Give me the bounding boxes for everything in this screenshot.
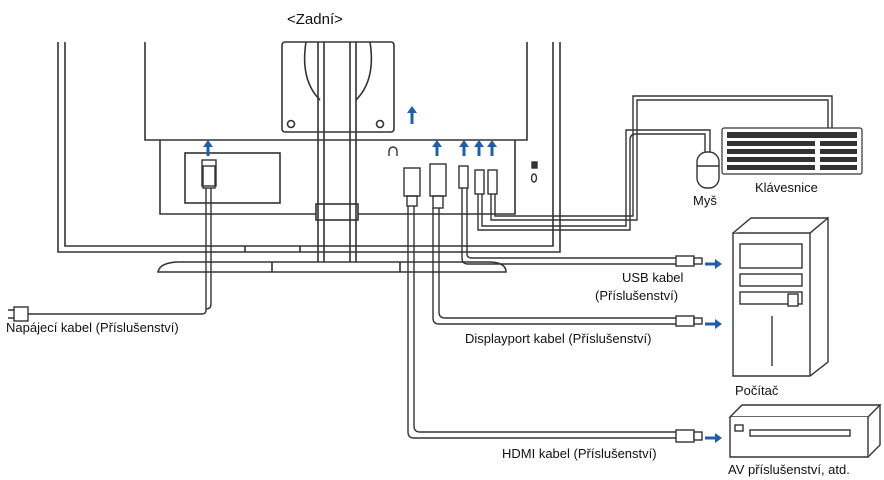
keyboard-icon (721, 127, 863, 175)
power-plug-icon (8, 306, 29, 322)
usb-cable-accessory-label: (Příslušenství) (595, 288, 679, 303)
cable-plugs (675, 255, 703, 443)
connection-arrows (203, 106, 722, 443)
computer-label: Počítač (735, 383, 779, 398)
hdmi-cable-label: HDMI kabel (Příslušenství) (502, 446, 657, 461)
ports-area (201, 146, 538, 187)
monitor-connectors (202, 163, 498, 209)
usb-cable-label: USB kabel (622, 270, 684, 285)
mouse-icon (696, 151, 720, 189)
monitor-back (57, 41, 561, 273)
cables (26, 95, 833, 439)
av-equipment-label: AV příslušenství, atd. (728, 462, 850, 477)
computer-tower-icon (732, 216, 829, 377)
power-cable-label: Napájecí kabel (Příslušenství) (6, 320, 179, 335)
mouse-label: Myš (693, 193, 717, 208)
av-device-icon (728, 404, 882, 458)
diagram-title: <Zadní> (287, 11, 343, 28)
keyboard-label: Klávesnice (755, 180, 818, 195)
displayport-cable-label: Displayport kabel (Příslušenství) (465, 331, 652, 346)
headphone-icon (388, 146, 398, 156)
